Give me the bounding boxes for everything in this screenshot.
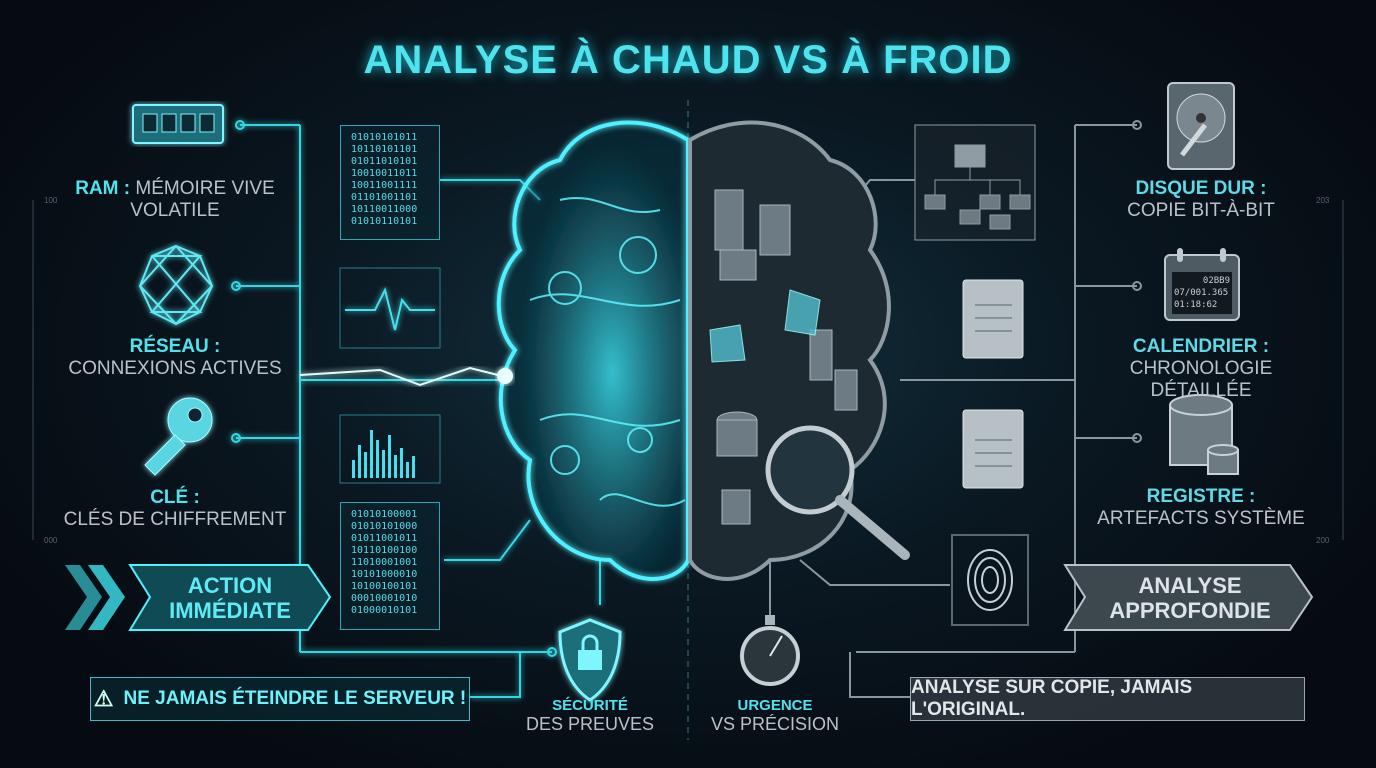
binary-line: 01010100001 (351, 509, 418, 520)
binary-line: 10110101101 (351, 144, 418, 155)
bar-graph-panel (339, 414, 441, 484)
page-title: ANALYSE À CHAUD VS À FROID (363, 38, 1013, 82)
ram-text: MÉMOIRE VIVE VOLATILE (130, 178, 275, 221)
brain-hot-half (299, 120, 690, 581)
key-label: CLÉ :CLÉS DE CHIFFREMENT (55, 487, 295, 531)
binary-line: 10011001111 (351, 180, 418, 191)
warning-text: NE JAMAIS ÉTEINDRE LE SERVEUR ! (123, 688, 467, 709)
shield-lock-icon (558, 618, 622, 702)
binary-line: 10110100100 (351, 545, 418, 556)
action-banner: ACTION IMMÉDIATE (169, 573, 291, 623)
note-box: ANALYSE SUR COPIE, JAMAIS L'ORIGINAL. (910, 677, 1305, 721)
calendar-readout: 02BB9 07/001.365 01:18:62 (1174, 275, 1230, 311)
disk-text: COPIE BIT-À-BIT (1127, 200, 1275, 221)
warning-box: ⚠ NE JAMAIS ÉTEINDRE LE SERVEUR ! (90, 677, 470, 721)
urgency-heading: URGENCE (737, 697, 813, 714)
binary-line: 01101001101 (351, 192, 418, 203)
binary-line: 01011001011 (351, 533, 418, 544)
binary-line: 00010001010 (351, 593, 418, 604)
disk-heading: DISQUE DUR : (1135, 178, 1267, 199)
fingerprint-icon (951, 534, 1029, 626)
calendar-text: CHRONOLOGIE DÉTAILLÉE (1129, 358, 1273, 401)
network-icon (138, 244, 214, 326)
ram-label: RAM : MÉMOIRE VIVE VOLATILE (55, 178, 295, 222)
ram-chip-icon (132, 104, 224, 144)
analysis-banner: ANALYSE APPROFONDIE (1109, 573, 1271, 623)
binary-line: 01010110101 (351, 216, 418, 227)
calendar-heading: CALENDRIER : (1132, 336, 1270, 357)
registry-heading: REGISTRE : (1146, 486, 1256, 507)
calendar-line: 01:18:62 (1174, 300, 1218, 310)
hard-disk-icon (1167, 82, 1235, 170)
analysis-banner-shape (1063, 564, 1314, 631)
binary-line: 10101000010 (351, 569, 418, 580)
waveform-panel (339, 267, 441, 349)
binary-line: 10100100101 (351, 581, 418, 592)
network-label: RÉSEAU :CONNEXIONS ACTIVES (55, 336, 295, 380)
ram-heading: RAM : (75, 178, 131, 199)
folder-hierarchy-panel (914, 124, 1036, 241)
network-text: CONNEXIONS ACTIVES (68, 358, 282, 379)
calendar-icon (1164, 248, 1240, 321)
binary-line: 10010011011 (351, 168, 418, 179)
registry-text: ARTEFACTS SYSTÈME (1097, 508, 1305, 529)
key-icon (144, 397, 213, 476)
key-text: CLÉS DE CHIFFREMENT (63, 509, 287, 530)
action-banner-shape (65, 564, 332, 631)
right-scale-bottom: 200 (1316, 536, 1330, 545)
calendar-line: 02BB9 (1202, 276, 1230, 286)
binary-line: 11010001001 (351, 557, 418, 568)
left-scale-bottom: 000 (44, 536, 58, 545)
registry-label: REGISTRE :ARTEFACTS SYSTÈME (1081, 486, 1321, 530)
database-icon (1169, 394, 1239, 475)
binary-line: 01000010101 (351, 605, 418, 616)
binary-line: 10110011000 (351, 204, 418, 215)
binary-line: 01010101000 (351, 521, 418, 532)
binary-line: 01011010101 (351, 156, 418, 167)
calendar-line: 07/001.365 (1174, 288, 1229, 298)
security-heading: SÉCURITÉ (552, 697, 628, 714)
key-heading: CLÉ : (150, 487, 200, 508)
security-text: DES PREUVES (525, 714, 655, 734)
urgency-text: VS PRÉCISION (710, 714, 840, 734)
stopwatch-icon (740, 615, 800, 686)
binary-line: 01010101011 (351, 132, 418, 143)
magnifier-icon (765, 425, 855, 515)
calendar-label: CALENDRIER :CHRONOLOGIE DÉTAILLÉE (1081, 336, 1321, 402)
network-heading: RÉSEAU : (129, 336, 221, 357)
document-icon (962, 279, 1024, 489)
left-scale-top: 100 (44, 196, 58, 205)
right-scale-top: 203 (1316, 196, 1330, 205)
warning-icon: ⚠ (93, 686, 114, 711)
disk-label: DISQUE DUR :COPIE BIT-À-BIT (1081, 178, 1321, 222)
brain-cold-half (688, 120, 910, 581)
